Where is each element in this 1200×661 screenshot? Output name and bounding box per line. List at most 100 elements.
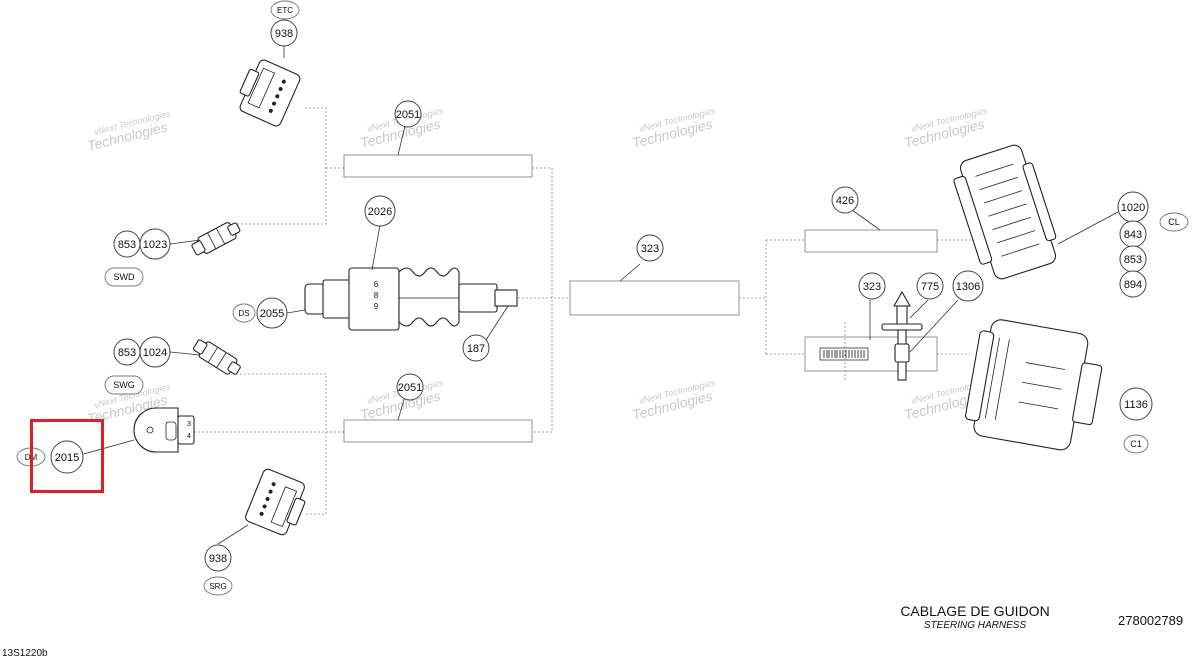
callout-853-b: 853 [113, 338, 141, 366]
watermark: vNext Technologies Technologies [631, 377, 717, 423]
title-block: CABLAGE DE GUIDON STEERING HARNESS [880, 603, 1070, 631]
callout-1024: 1024 [139, 336, 171, 368]
svg-text:187: 187 [467, 343, 485, 355]
connector-srg [245, 468, 306, 536]
leader-line [286, 309, 306, 314]
callout-938-bottom: 938 [204, 544, 232, 572]
callout-853-a: 853 [113, 230, 141, 258]
svg-text:775: 775 [921, 281, 939, 293]
label-swg: SWG [104, 375, 144, 395]
callout-323-right: 323 [858, 272, 886, 300]
leader-line [851, 209, 881, 231]
svg-text:426: 426 [836, 195, 854, 207]
connector-ds-pins: 6 8 9 [374, 280, 379, 311]
svg-text:8: 8 [374, 291, 379, 300]
svg-text:323: 323 [641, 243, 659, 255]
callout-323-center: 323 [636, 234, 664, 262]
label-srg: SRG [203, 576, 233, 596]
label-ds: DS [232, 303, 256, 323]
callout-1136: 1136 [1119, 387, 1153, 421]
connector-swd [191, 222, 241, 256]
leader-line [1057, 211, 1119, 245]
label-cl: CL [1159, 212, 1189, 232]
callout-426: 426 [831, 186, 859, 214]
leader-line [217, 524, 249, 545]
plug-dm [133, 407, 195, 453]
leader-line [397, 395, 406, 421]
svg-text:1024: 1024 [143, 347, 167, 359]
leader-line [397, 125, 406, 156]
callout-1020: 1020 [1117, 191, 1149, 223]
leader-line [909, 299, 959, 353]
callout-938-top: 938 [270, 19, 298, 47]
wire-label-box-bottom [343, 419, 533, 443]
connector-c1 [965, 319, 1103, 451]
terminal-1306 [894, 343, 910, 363]
label-etc: ETC [270, 0, 300, 20]
callout-894: 894 [1119, 270, 1147, 298]
svg-text:9: 9 [374, 302, 379, 311]
callout-2051-top: 2051 [394, 100, 422, 128]
callout-1023: 1023 [139, 228, 171, 260]
label-swd: SWD [104, 267, 144, 287]
plug-dm-pins: 3 4 [187, 421, 191, 440]
watermark-group: vNext Technologies Technologies vNext Te… [86, 105, 989, 427]
svg-text:2015: 2015 [55, 452, 79, 464]
callout-2015: 2015 [50, 440, 84, 474]
svg-text:2055: 2055 [260, 308, 284, 320]
callout-853-c: 853 [1119, 245, 1147, 273]
svg-text:938: 938 [209, 553, 227, 565]
connector-swg [192, 339, 241, 375]
connector-etc [239, 59, 301, 127]
svg-text:1020: 1020 [1121, 202, 1145, 214]
callout-843: 843 [1119, 220, 1147, 248]
leader-line [909, 299, 929, 319]
svg-text:2051: 2051 [396, 109, 420, 121]
svg-text:SRG: SRG [209, 582, 226, 591]
svg-text:CL: CL [1168, 217, 1180, 227]
connector-ds [304, 267, 518, 331]
callout-2055: 2055 [256, 297, 288, 329]
label-c1: C1 [1123, 434, 1149, 454]
connector-cl [953, 144, 1057, 280]
svg-text:894: 894 [1124, 279, 1142, 291]
svg-text:SWD: SWD [114, 272, 135, 282]
svg-text:323: 323 [863, 281, 881, 293]
drawing-ref: 13S1220b [2, 648, 48, 659]
svg-text:SWG: SWG [113, 380, 135, 390]
watermark: vNext Technologies Technologies [903, 105, 989, 151]
svg-text:1306: 1306 [956, 281, 980, 293]
barcode-label [819, 322, 869, 380]
harness-wiring [190, 107, 975, 515]
leader-line [485, 305, 509, 341]
leader-line [169, 239, 201, 245]
svg-text:C1: C1 [1130, 439, 1142, 449]
wire-label-box-center [569, 280, 740, 316]
svg-text:3: 3 [187, 421, 191, 428]
svg-text:853: 853 [1124, 254, 1142, 266]
svg-text:2051: 2051 [398, 382, 422, 394]
svg-text:843: 843 [1124, 229, 1142, 241]
callout-2026: 2026 [364, 195, 396, 227]
svg-text:1023: 1023 [143, 239, 167, 251]
leader-line [169, 351, 201, 356]
leader-line [371, 224, 381, 271]
callout-1306: 1306 [952, 270, 984, 302]
svg-text:853: 853 [118, 347, 136, 359]
watermark: vNext Technologies Technologies [631, 105, 717, 151]
highlight-box [30, 419, 104, 493]
wire-label-box-right-top [804, 229, 938, 253]
title-sub: STEERING HARNESS [923, 620, 1027, 631]
svg-text:853: 853 [118, 239, 136, 251]
leader-line [619, 263, 641, 282]
callout-2051-bottom: 2051 [396, 373, 424, 401]
svg-text:6: 6 [374, 280, 379, 289]
title-main: CABLAGE DE GUIDON [900, 603, 1050, 619]
svg-text:4: 4 [187, 433, 191, 440]
leader-line [79, 439, 135, 456]
svg-text:2026: 2026 [368, 206, 392, 218]
svg-text:938: 938 [275, 28, 293, 40]
callout-775: 775 [916, 272, 944, 300]
svg-text:ETC: ETC [277, 6, 293, 15]
